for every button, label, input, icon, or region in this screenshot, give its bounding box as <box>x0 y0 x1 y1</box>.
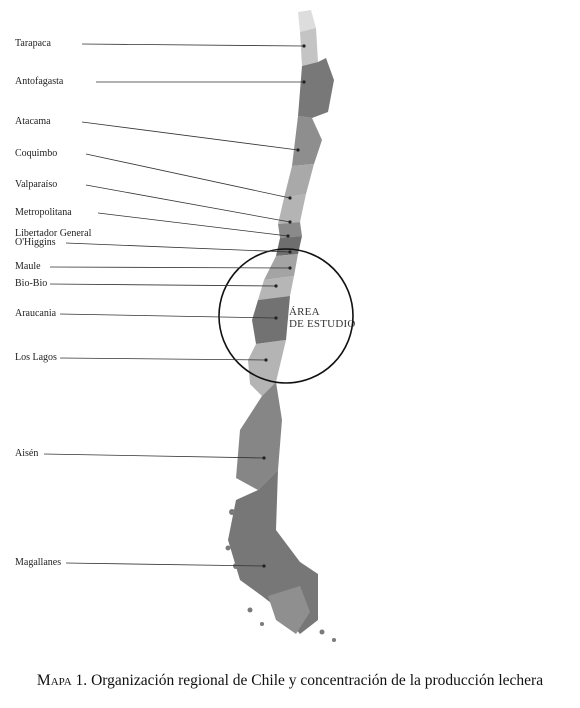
region-ohiggins-shape <box>276 236 302 256</box>
leader-dot <box>288 220 292 224</box>
leader-line <box>97 212 289 237</box>
region-araucania-shape <box>252 296 290 344</box>
leader-dot <box>288 196 292 200</box>
region-arica-shape <box>298 10 316 32</box>
leader-line <box>43 453 265 459</box>
leader-line <box>59 357 267 361</box>
region-label: O'Higgins <box>15 237 56 248</box>
tierra-del-fuego-shape <box>268 586 310 634</box>
leader-line <box>85 184 291 223</box>
study-area-line2: DE ESTUDIO <box>289 318 356 330</box>
leader-line <box>49 266 291 269</box>
study-area-circle <box>218 248 354 384</box>
leader-dot <box>264 358 268 362</box>
leader-line <box>65 562 265 567</box>
leader-lines <box>43 43 306 568</box>
caption-text: Organización regional de Chile y concent… <box>91 672 544 689</box>
leader-dot <box>302 44 306 48</box>
region-antofagasta-shape <box>298 58 334 118</box>
region-label: Antofagasta <box>15 76 64 87</box>
region-label: Coquimbo <box>15 148 58 159</box>
region-label: Valparaíso <box>15 179 58 190</box>
leader-dot <box>296 148 300 152</box>
leader-line <box>49 283 277 287</box>
region-biobio-shape <box>258 276 294 300</box>
study-area-line1: ÁREA <box>289 306 320 318</box>
leader-dot <box>288 266 292 270</box>
leader-line <box>65 242 291 253</box>
region-label: Atacama <box>15 116 51 127</box>
region-label: Araucania <box>15 308 57 319</box>
region-maule-shape <box>264 254 298 280</box>
region-label: Metropolitana <box>15 207 72 218</box>
region-label: Bio-Bio <box>15 278 48 289</box>
leader-line <box>81 43 305 47</box>
region-label: Magallanes <box>15 557 62 568</box>
region-label: Maule <box>15 261 41 272</box>
leader-dot <box>262 456 266 460</box>
leader-line <box>59 313 277 319</box>
region-metropolitana-shape <box>278 222 302 238</box>
leader-dot <box>288 250 292 254</box>
leader-dot <box>286 234 290 238</box>
leader-dot <box>274 316 278 320</box>
region-loslagos-shape <box>248 340 286 396</box>
region-atacama-shape <box>292 116 322 166</box>
region-coquimbo-shape <box>284 164 314 198</box>
leader-dot <box>262 564 266 568</box>
study-area-label: ÁREA DE ESTUDIO <box>289 306 355 330</box>
region-label: Los Lagos <box>15 352 57 363</box>
southern-islands <box>225 509 336 642</box>
region-label: Libertador General <box>15 228 92 239</box>
leader-line <box>85 153 291 199</box>
leader-dot <box>302 80 306 84</box>
region-tarapaca-shape <box>300 28 318 66</box>
region-aisen-shape <box>236 382 282 490</box>
region-valparaiso-shape <box>278 194 306 224</box>
map-caption: Mapa 1. Organización regional de Chile y… <box>0 672 580 690</box>
leader-line <box>81 121 299 151</box>
leader-dot <box>274 284 278 288</box>
region-label: Aisén <box>15 448 39 459</box>
region-label: Tarapaca <box>15 38 51 49</box>
caption-lead: Mapa 1. <box>36 672 88 689</box>
